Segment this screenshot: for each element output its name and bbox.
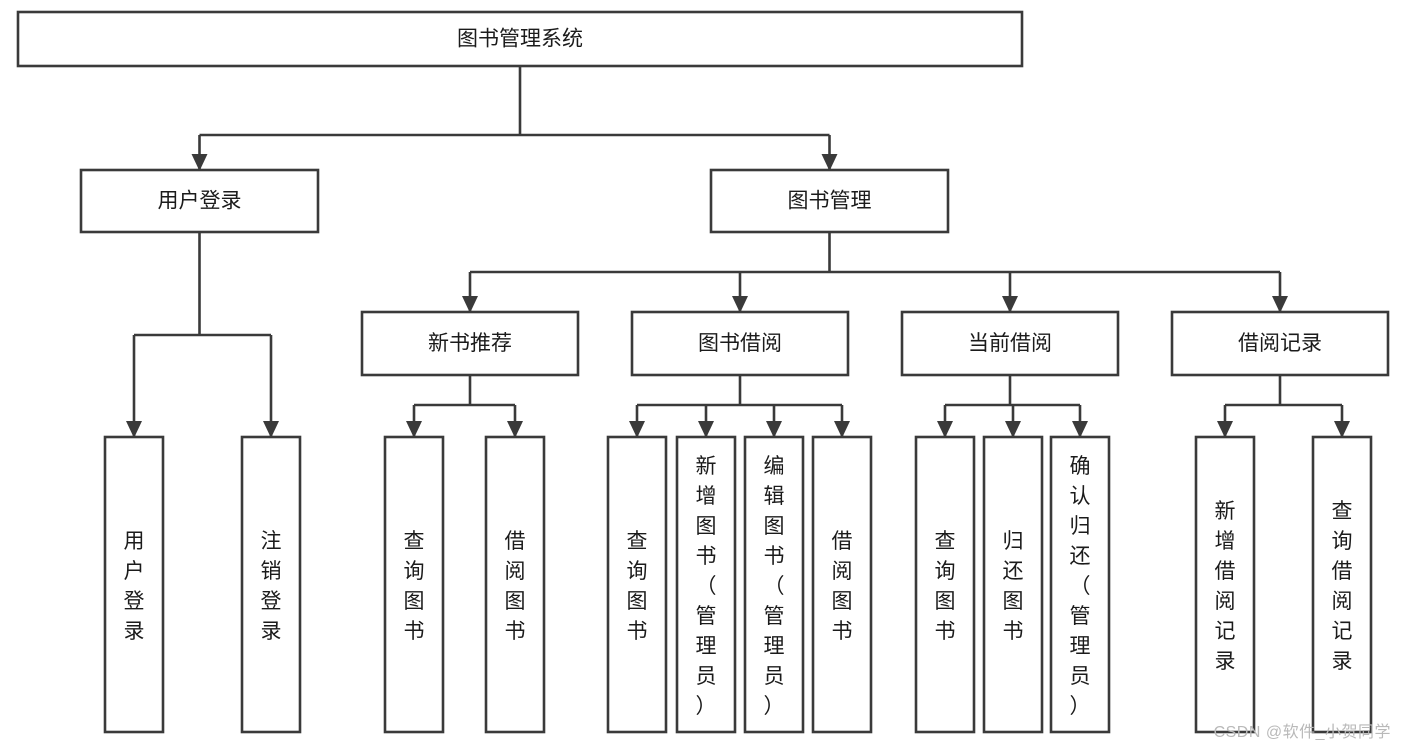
node-label: 查询图书 [627, 530, 648, 643]
arrow-head-icon [732, 296, 748, 313]
arrow-head-icon [191, 154, 208, 171]
node-leaf-borrow-book-rec[interactable]: 借阅图书 [484, 435, 546, 734]
node-label: 借阅记录 [1238, 332, 1322, 355]
node-label: 注销登录 [261, 530, 282, 643]
node-leaf-logout-login[interactable]: 注销登录 [240, 435, 302, 734]
node-label: 用户登录 [124, 530, 145, 643]
node-leaf-return-book[interactable]: 归还图书 [982, 435, 1044, 734]
node-label: 归还图书 [1003, 530, 1024, 643]
node-label: 图书管理系统 [457, 28, 583, 51]
node-borrow-record[interactable]: 借阅记录 [1170, 310, 1390, 377]
arrow-head-icon [937, 421, 953, 438]
node-root-system[interactable]: 图书管理系统 [16, 10, 1024, 68]
arrow-head-icon [1005, 421, 1021, 438]
arrow-head-icon [1002, 296, 1018, 313]
node-leaf-query-book-current[interactable]: 查询图书 [914, 435, 976, 734]
node-label: 借阅图书 [832, 530, 853, 643]
node-leaf-borrow-book[interactable]: 借阅图书 [811, 435, 873, 734]
node-new-book-recommend[interactable]: 新书推荐 [360, 310, 580, 377]
node-label: 编辑图书（管理员） [764, 455, 785, 718]
node-label: 查询图书 [935, 530, 956, 643]
arrow-head-icon [507, 421, 523, 438]
node-leaf-query-book-rec[interactable]: 查询图书 [383, 435, 445, 734]
arrow-head-icon [126, 421, 142, 438]
arrow-head-icon [629, 421, 645, 438]
node-leaf-add-book-admin[interactable]: 新增图书（管理员） [675, 435, 737, 734]
arrow-head-icon [1072, 421, 1088, 438]
node-label: 新书推荐 [428, 332, 512, 355]
node-leaf-edit-book-admin[interactable]: 编辑图书（管理员） [743, 435, 805, 734]
node-label: 新增图书（管理员） [696, 455, 717, 718]
node-leaf-query-book-borrow[interactable]: 查询图书 [606, 435, 668, 734]
arrow-head-icon [698, 421, 714, 438]
node-layer: 图书管理系统用户登录图书管理新书推荐图书借阅当前借阅借阅记录用户登录注销登录查询… [16, 10, 1390, 734]
node-book-borrow[interactable]: 图书借阅 [630, 310, 850, 377]
arrow-head-icon [263, 421, 279, 438]
node-label: 借阅图书 [505, 530, 526, 643]
node-label: 图书借阅 [698, 332, 782, 355]
node-user-login[interactable]: 用户登录 [79, 168, 320, 234]
node-leaf-query-borrow-record[interactable]: 查询借阅记录 [1311, 435, 1373, 734]
node-label: 确认归还（管理员） [1070, 455, 1091, 718]
arrow-head-icon [1334, 421, 1350, 438]
node-label: 查询借阅记录 [1332, 500, 1353, 673]
arrow-head-icon [821, 154, 838, 171]
node-label: 新增借阅记录 [1215, 500, 1236, 673]
arrow-head-icon [766, 421, 782, 438]
node-label: 当前借阅 [968, 332, 1052, 355]
arrow-head-icon [1217, 421, 1233, 438]
node-leaf-add-borrow-record[interactable]: 新增借阅记录 [1194, 435, 1256, 734]
node-leaf-user-login[interactable]: 用户登录 [103, 435, 165, 734]
arrow-head-icon [406, 421, 422, 438]
arrow-head-icon [462, 296, 478, 313]
node-label: 图书管理 [788, 190, 872, 213]
node-book-manage[interactable]: 图书管理 [709, 168, 950, 234]
connector-layer [126, 66, 1350, 438]
node-current-borrow[interactable]: 当前借阅 [900, 310, 1120, 377]
node-leaf-confirm-return-admin[interactable]: 确认归还（管理员） [1049, 435, 1111, 734]
node-label: 查询图书 [404, 530, 425, 643]
arrow-head-icon [834, 421, 850, 438]
node-label: 用户登录 [158, 190, 242, 213]
arrow-head-icon [1272, 296, 1288, 313]
